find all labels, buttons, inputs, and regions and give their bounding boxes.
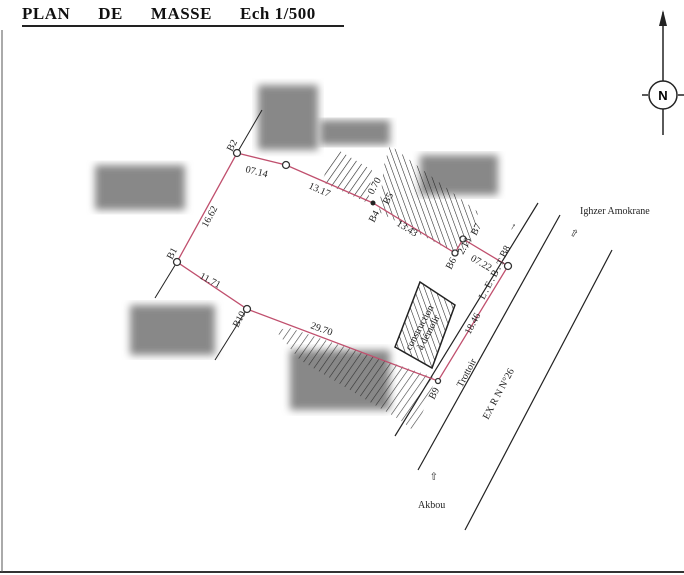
plan-title: PLAN DE MASSE Ech 1/500	[22, 4, 344, 27]
point-b5: B5	[381, 191, 396, 206]
hatched-building-1	[322, 150, 372, 203]
arrow-ighzer-icon: ⇨	[568, 227, 582, 240]
boundary-points	[172, 148, 513, 385]
dim-b10-b1: 11.71	[198, 271, 223, 291]
hatched-building-2	[379, 145, 478, 253]
title-scale: Ech 1/500	[239, 4, 316, 23]
road-label: EX R N N°26	[481, 367, 517, 422]
north-arrow-icon: N	[642, 10, 684, 135]
title-de: DE	[98, 4, 123, 23]
point-b8: B8	[498, 244, 513, 259]
neighbour-lines	[154, 109, 263, 361]
north-label: N	[658, 88, 667, 103]
road-lines	[394, 202, 613, 531]
point-b6: B6	[444, 256, 459, 271]
point-b7: B7	[469, 222, 484, 237]
hatched-building-3	[275, 328, 436, 432]
point-b2: B2	[225, 138, 240, 153]
dim-b8-b9: 18.46	[463, 311, 483, 336]
dim-b1-b2: 16.62	[200, 204, 220, 229]
arrow-akbou-icon: ⇨	[429, 472, 440, 480]
redacted-areas	[95, 85, 498, 410]
arrow-road-icon: →	[505, 219, 520, 233]
point-b4: B4	[367, 209, 382, 224]
akbou-label: Akbou	[418, 500, 445, 511]
point-b9: B9	[427, 386, 442, 401]
construction-to-demolish	[394, 280, 456, 370]
title-masse: MASSE	[150, 4, 212, 23]
parcel-boundary	[176, 152, 509, 382]
trottoir-label: Trottoir	[455, 357, 479, 390]
title-plan: PLAN	[22, 4, 71, 23]
dim-b2-mid: 07.14	[244, 164, 268, 180]
ighzer-label: Ighzer Amokrane	[580, 206, 650, 217]
point-b1: B1	[165, 246, 180, 261]
